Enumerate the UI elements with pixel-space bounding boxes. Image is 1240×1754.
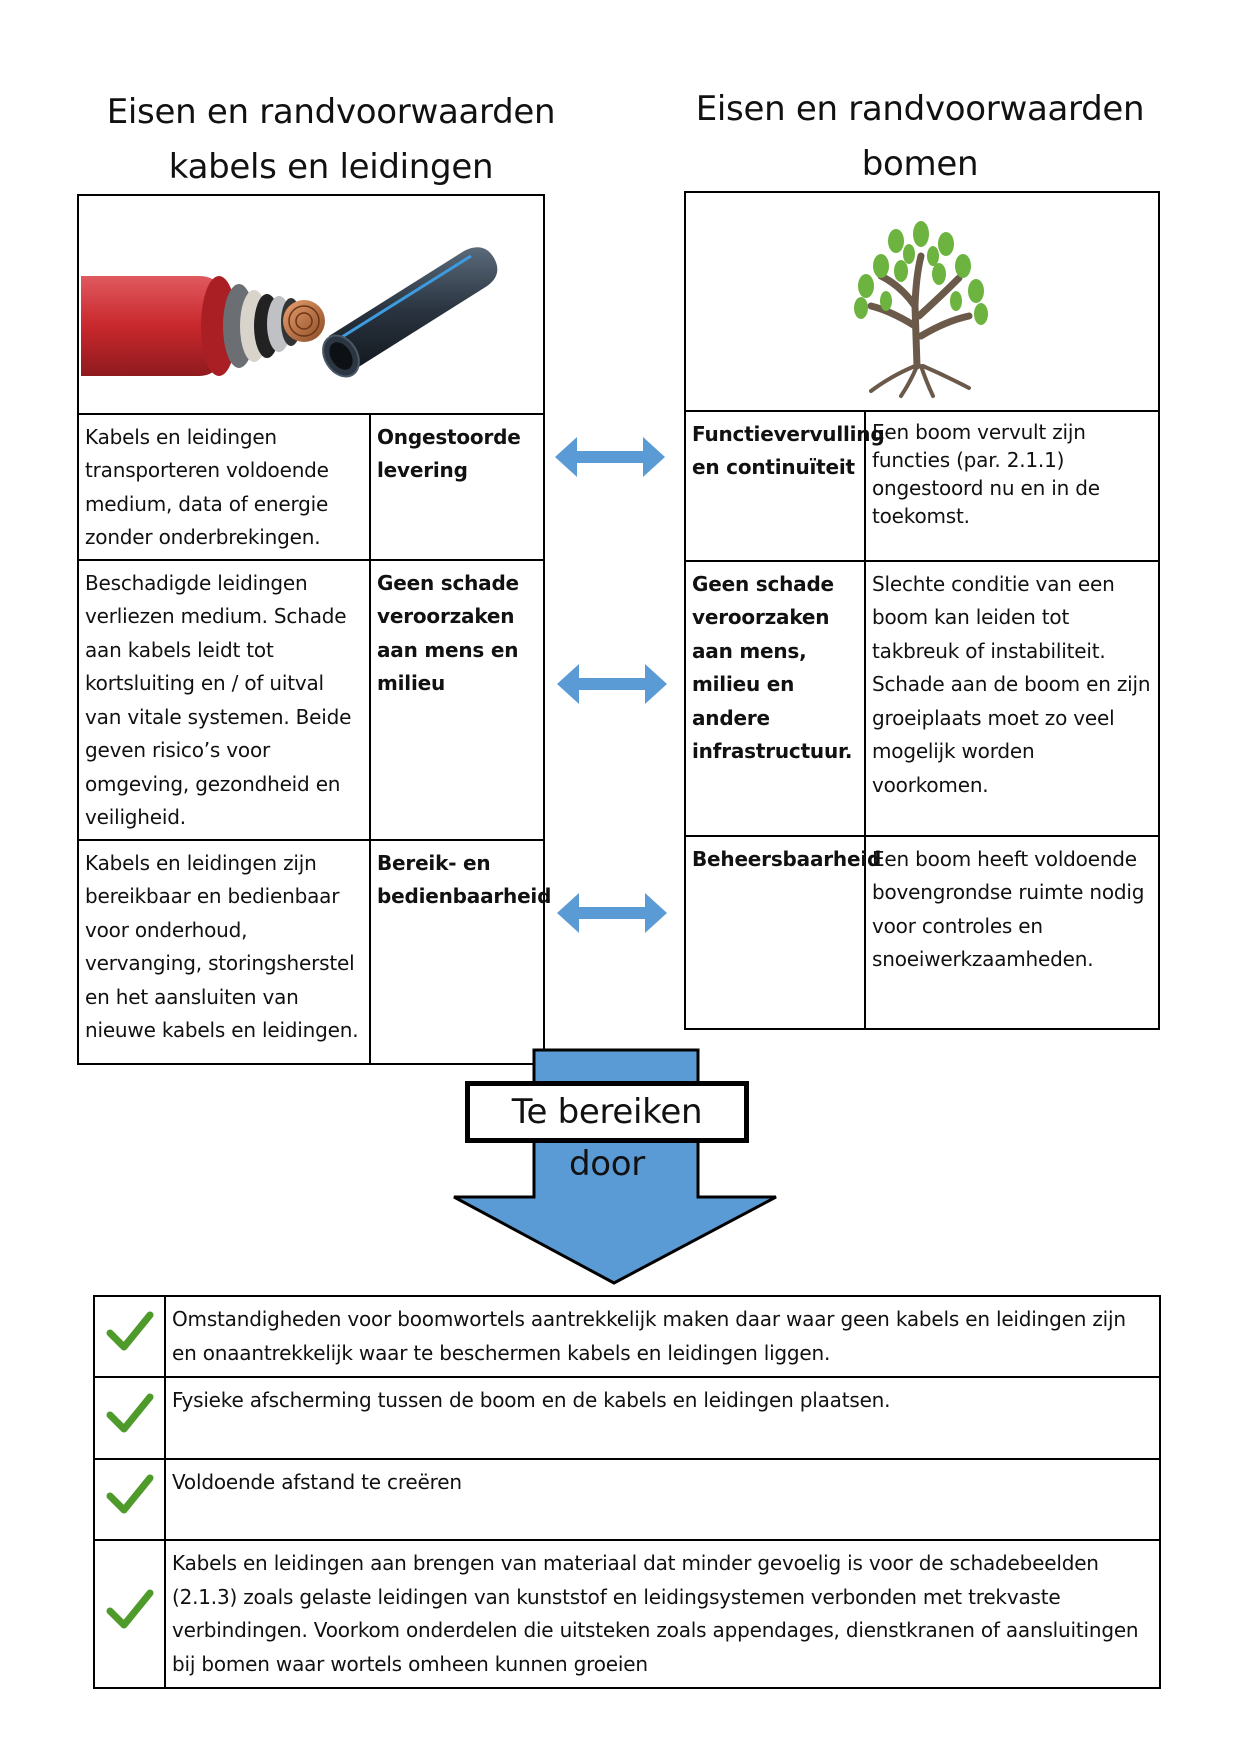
double-arrow-icon: [557, 664, 667, 704]
right-heading-line1: Eisen en randvoorwaarden: [695, 89, 1145, 129]
left-heading-line1: Eisen en randvoorwaarden: [106, 92, 556, 132]
cable-and-pipe-illustration: [81, 247, 498, 378]
cables-row2-description: Beschadigde leidingen verliezen medium. …: [77, 558, 371, 841]
checkmark-icon: [106, 1589, 153, 1629]
cables-requirements-table: Kabels en leidingen transporteren voldoe…: [77, 194, 551, 1065]
banner-label: Te bereiken door: [465, 1081, 749, 1184]
cables-row1-description: Kabels en leidingen transporteren voldoe…: [77, 412, 371, 561]
measure-item: Kabels en leidingen aan brengen van mate…: [164, 1539, 1161, 1689]
trees-requirements-table: Functievervulling en continuïteit Een bo…: [684, 191, 1160, 1030]
measure-item: Voldoende afstand te creëren: [164, 1458, 1161, 1541]
tree-image-cell: [684, 191, 1160, 412]
checkmark-cell: [93, 1539, 166, 1689]
measures-table: Omstandigheden voor boomwortels aantrekk…: [93, 1295, 1161, 1689]
checkmark-cell: [93, 1458, 166, 1541]
cables-row3-term: Bereik- en bedienbaarheid: [369, 838, 551, 1065]
trees-row3-description: Een boom heeft voldoende bovengrondse ru…: [864, 834, 1160, 1030]
trees-row3-term: Beheersbaarheid: [684, 834, 881, 1030]
measure-item: Omstandigheden voor boomwortels aantrekk…: [164, 1295, 1161, 1378]
right-heading-line2: bomen: [861, 144, 979, 184]
cable-cross-section-icon: [81, 276, 325, 376]
left-heading: Eisen en randvoorwaarden kabels en leidi…: [76, 85, 586, 195]
checkmark-cell: [93, 1376, 166, 1460]
cables-row3-description: Kabels en leidingen zijn bereikbaar en b…: [77, 838, 371, 1065]
checkmark-icon: [106, 1474, 153, 1514]
pipe-icon: [322, 247, 498, 378]
cables-row1-term: Ongestoorde levering: [369, 412, 545, 561]
double-arrow-icon: [555, 437, 665, 477]
right-heading: Eisen en randvoorwaarden bomen: [685, 82, 1155, 192]
tree-icon: [854, 221, 988, 398]
measure-item: Fysieke afscherming tussen de boom en de…: [164, 1376, 1161, 1460]
checkmark-icon: [106, 1393, 153, 1433]
trees-row1-description: Een boom vervult zijn functies (par. 2.1…: [864, 409, 1160, 562]
checkmark-cell: [93, 1295, 166, 1378]
double-arrow-icon: [557, 893, 667, 933]
checkmark-icon: [106, 1311, 153, 1351]
left-heading-line2: kabels en leidingen: [168, 147, 494, 187]
trees-row2-term: Geen schade veroorzaken aan mens, milieu…: [684, 559, 866, 837]
trees-row1-term: Functievervulling en continuïteit: [684, 409, 885, 562]
cables-row2-term: Geen schade veroorzaken aan mens en mili…: [369, 558, 545, 841]
trees-row2-description: Slechte conditie van een boom kan leiden…: [864, 559, 1160, 837]
cables-image-cell: [77, 194, 545, 415]
